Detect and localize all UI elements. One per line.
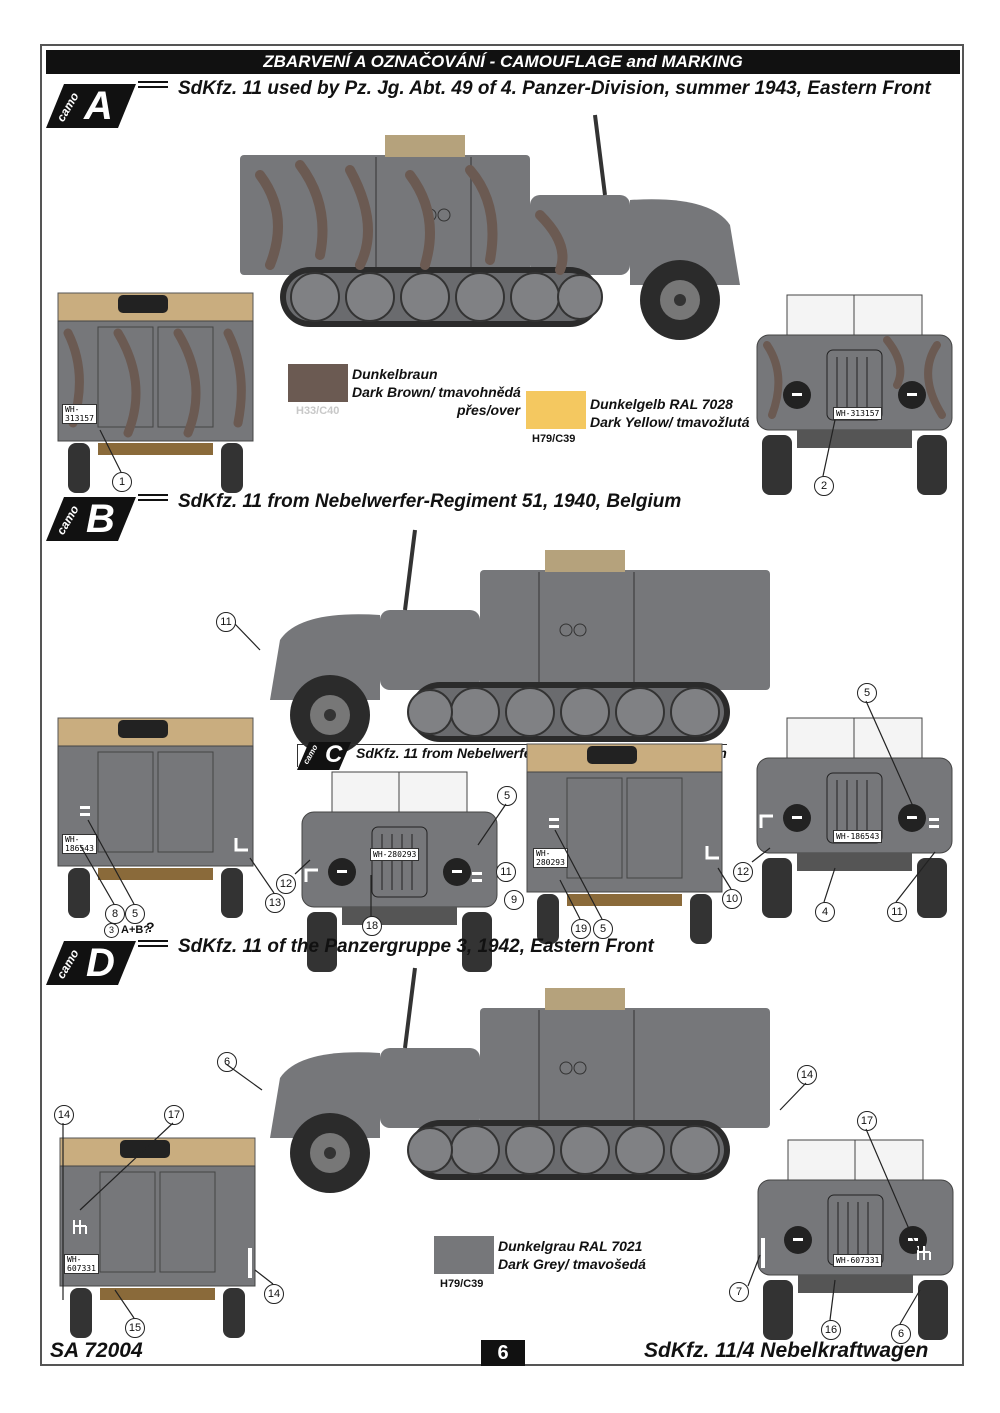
swatch-dark-brown — [288, 364, 348, 402]
callout-13: 13 — [265, 893, 285, 913]
callout-14-d-rear: 14 — [264, 1284, 284, 1304]
rule-a — [138, 81, 168, 88]
callout-3-note: A+B? — [121, 924, 151, 936]
plate-c-front: WH-280293 — [370, 848, 420, 861]
callout-1: 1 — [112, 472, 132, 492]
callout-14-d-rear-top: 14 — [54, 1105, 74, 1125]
swatch-dark-yellow — [526, 391, 586, 429]
callout-6-d: 6 — [217, 1052, 237, 1072]
camo-d-letter: D — [86, 941, 115, 985]
rule-b — [138, 494, 168, 501]
vehicle-a-front: .body{fill:#f4c860} — [756, 294, 953, 496]
vehicle-b-rear: .body{fill:#76777a} — [57, 717, 254, 919]
camo-a-letter: A — [84, 84, 113, 128]
paint-dark-yellow-de: Dunkelgelb RAL 7028 — [590, 396, 733, 412]
paint-dark-brown-de: Dunkelbraun — [352, 366, 438, 382]
callout-2: 2 — [814, 476, 834, 496]
vehicle-c-front: .body{fill:#76777a} — [301, 771, 498, 973]
plate-c-rear: WH-280293 — [533, 848, 568, 868]
callout-5-c: 5 — [497, 786, 517, 806]
paint-dark-grey-en: Dark Grey/ tmavošedá — [498, 1256, 646, 1272]
scheme-c-frame — [297, 744, 727, 767]
plate-a-front: WH-313157 — [833, 407, 883, 420]
paint-dark-grey-code: H79/C39 — [440, 1278, 484, 1290]
page-number: 6 — [481, 1340, 525, 1366]
callout-11-b: 11 — [216, 612, 236, 632]
callout-4: 4 — [815, 902, 835, 922]
camo-d-badge — [46, 941, 136, 985]
plate-b-rear: WH-186543 — [62, 834, 97, 854]
camo-b-letter: B — [86, 497, 115, 541]
callout-11-c: 11 — [496, 862, 516, 882]
vehicle-d-front: .body{fill:#76777a} — [757, 1139, 954, 1341]
callout-9: 9 — [504, 890, 524, 910]
paint-dark-brown-en: Dark Brown/ tmavohnědá — [352, 384, 521, 400]
scheme-d-caption: SdKfz. 11 of the Panzergruppe 3, 1942, E… — [178, 936, 654, 957]
callout-12-b: 12 — [733, 862, 753, 882]
camo-c-letter: C — [325, 741, 343, 768]
title-bar: ZBARVENÍ A OZNAČOVÁNÍ - CAMOUFLAGE and M… — [46, 50, 960, 74]
rule-d — [138, 940, 168, 947]
plate-b-front: WH-186543 — [833, 830, 883, 843]
callout-15: 15 — [125, 1318, 145, 1338]
callout-7: 7 — [729, 1282, 749, 1302]
plate-d-rear: WH-607331 — [64, 1254, 99, 1274]
callout-16: 16 — [821, 1320, 841, 1340]
vehicle-a-side: .body{fill:#f4c860}.wheelc{fill:#e8bb55}… — [238, 113, 742, 342]
callout-17-d-rear: 17 — [164, 1105, 184, 1125]
callout-19: 19 — [571, 919, 591, 939]
vehicle-b-front: .body{fill:#76777a} — [756, 717, 953, 919]
camo-c-badge — [297, 742, 351, 770]
paint-dark-yellow-code: H79/C39 — [532, 433, 576, 445]
paint-dark-grey-de: Dunkelgrau RAL 7021 — [498, 1238, 643, 1254]
plate-a-rear: WH-313157 — [62, 404, 97, 424]
plate-d-front: WH-607331 — [833, 1254, 883, 1267]
scheme-a-caption: SdKfz. 11 used by Pz. Jg. Abt. 49 of 4. … — [178, 78, 931, 99]
callout-5-c-rear: 5 — [593, 919, 613, 939]
callout-10: 10 — [722, 889, 742, 909]
callout-18: 18 — [362, 916, 382, 936]
callout-12-c: 12 — [276, 874, 296, 894]
vehicle-c-rear: .body{fill:#76777a} — [526, 743, 723, 945]
callout-5-b-rear: 5 — [125, 904, 145, 924]
callout-11-b-front: 11 — [887, 902, 907, 922]
callout-3: 3 — [104, 923, 119, 938]
callout-6-d-front: 6 — [891, 1324, 911, 1344]
callout-14-d-side: 14 — [797, 1065, 817, 1085]
camo-a-badge — [46, 84, 136, 128]
vehicle-d-rear: .body{fill:#76777a} — [59, 1137, 256, 1339]
swatch-dark-grey — [434, 1236, 494, 1274]
paint-dark-yellow-en: Dark Yellow/ tmavožlutá — [590, 414, 750, 430]
scheme-b-caption: SdKfz. 11 from Nebelwerfer-Regiment 51, … — [178, 491, 682, 512]
paint-dark-brown-code: H33/C40 — [296, 405, 340, 417]
camo-b-badge — [46, 497, 136, 541]
footer-kit-number: SA 72004 — [50, 1339, 143, 1362]
paint-over: přes/over — [457, 402, 521, 418]
footer-model-name: SdKfz. 11/4 Nebelkraftwagen — [644, 1339, 929, 1362]
